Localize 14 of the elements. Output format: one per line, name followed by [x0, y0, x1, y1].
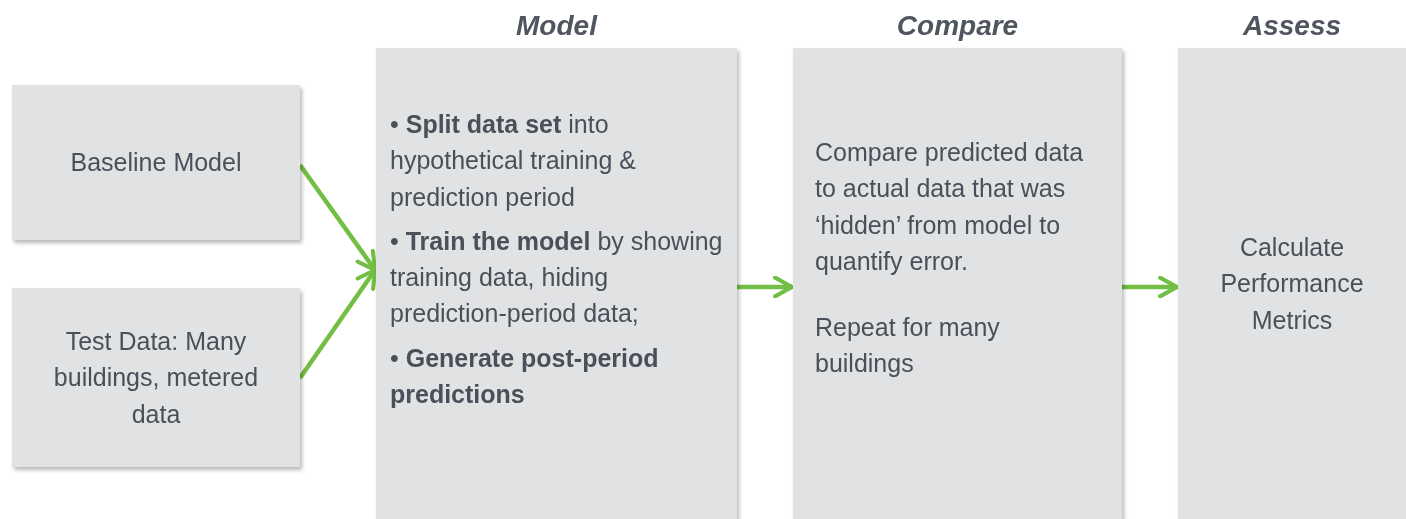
box-text: Baseline Model: [70, 147, 242, 179]
process-box: [12, 288, 300, 467]
column-heading: Model: [515, 9, 599, 43]
column-heading: Compare: [895, 9, 1020, 43]
box-text: Repeat for many buildings: [815, 312, 1001, 380]
box-text: Compare predicted data to actual data that was ‘hidden’ from model to quantify error.: [815, 137, 1085, 277]
column-heading: Assess: [1241, 9, 1343, 43]
process-box: [12, 85, 300, 240]
box-text: Test Data: Many buildings, metered data: [52, 326, 260, 430]
bullet-point: • Generate post-period predictions: [390, 342, 660, 410]
arrow: [1122, 275, 1180, 299]
box-text: Calculate Performance Metrics: [1219, 232, 1365, 336]
arrow: [737, 275, 795, 299]
bullet-point: • Train the model by showing training data, hiding prediction-period data;: [390, 225, 723, 330]
